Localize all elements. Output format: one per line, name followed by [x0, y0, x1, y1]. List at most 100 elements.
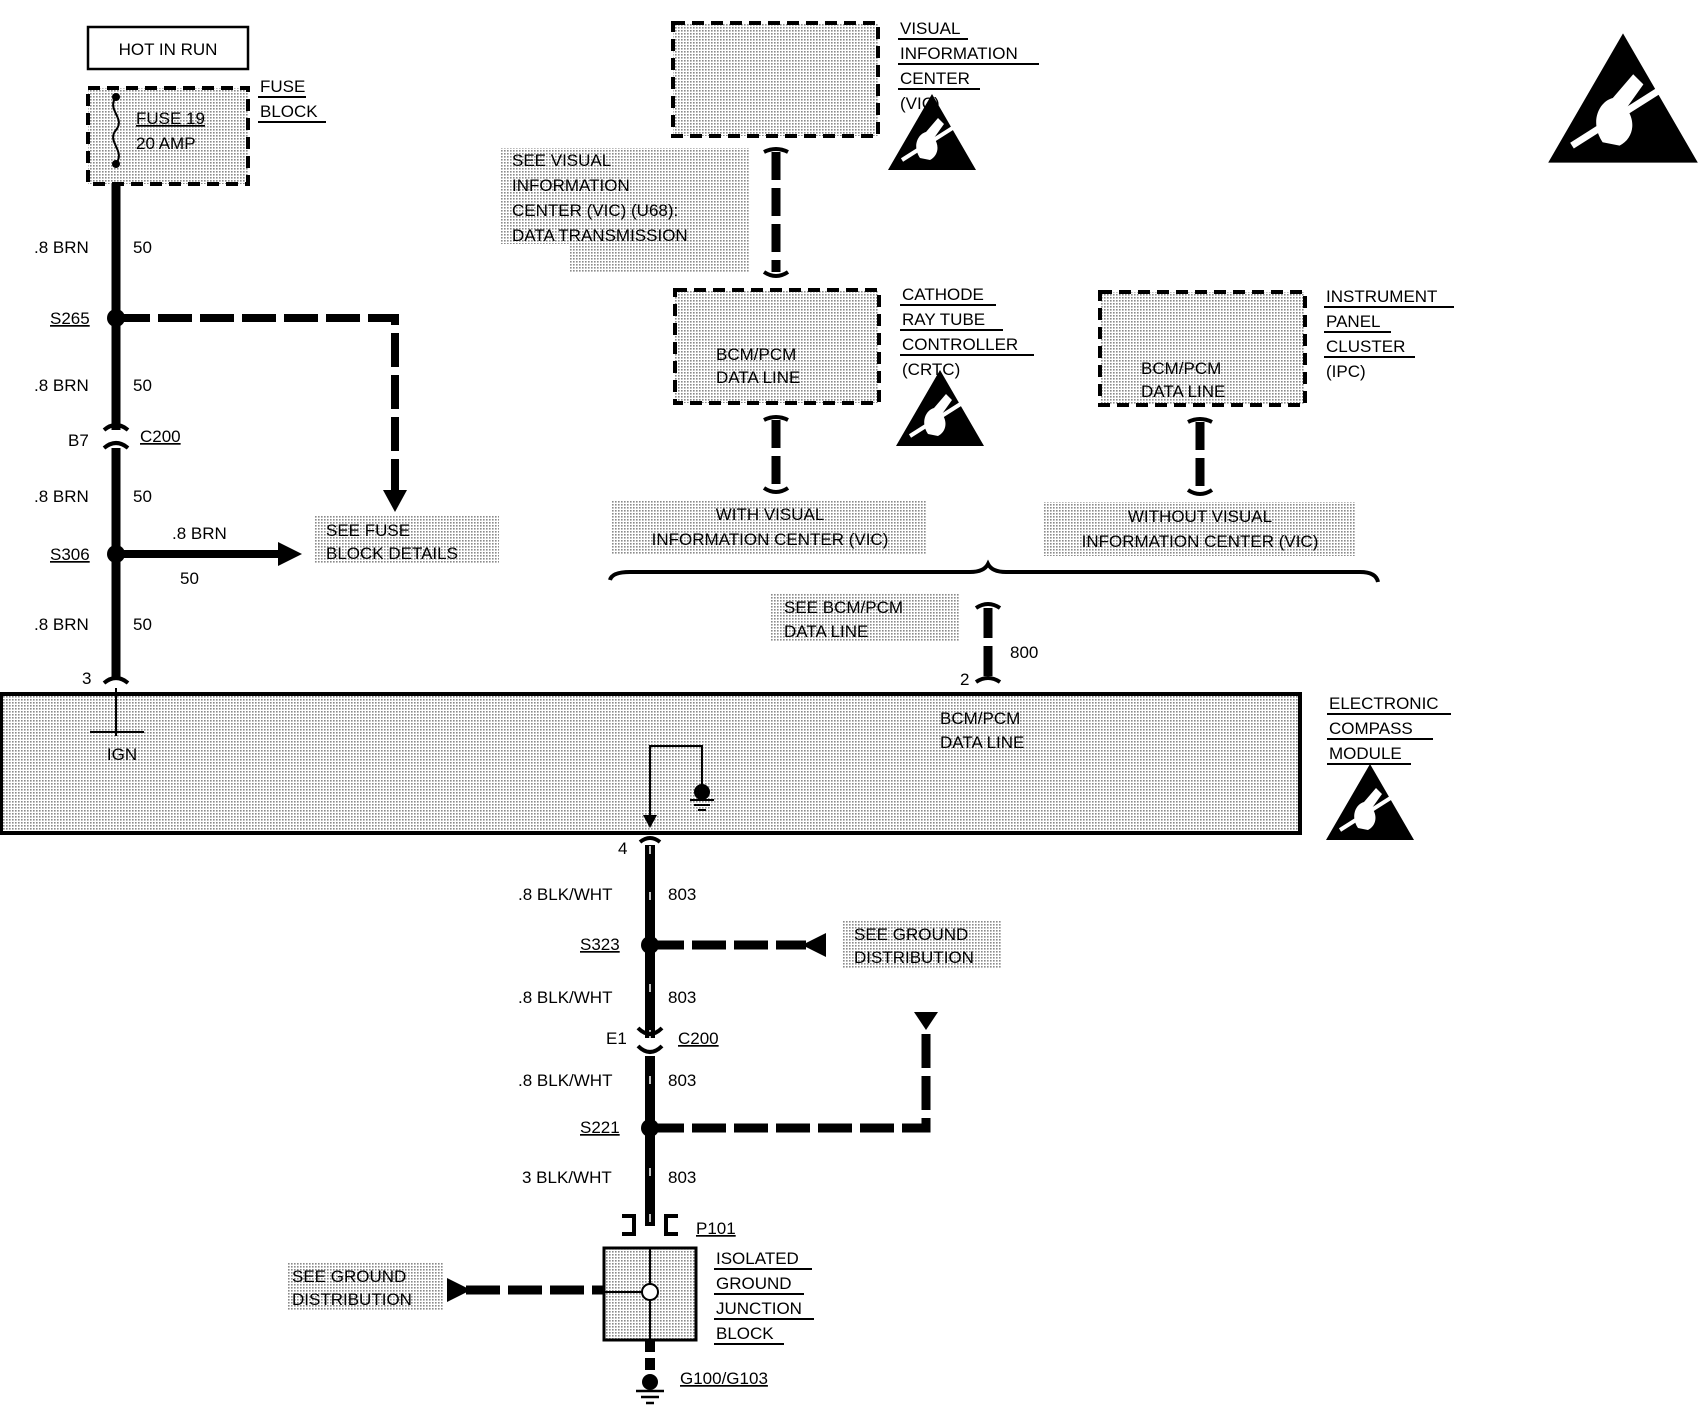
without-vic-note: WITHOUT VISUAL INFORMATION CENTER (VIC)	[1044, 502, 1355, 556]
s323-arrow	[802, 933, 826, 957]
ground-wire-size-1: .8 BLK/WHT	[518, 885, 612, 904]
without-vic-line2: INFORMATION CENTER (VIC)	[1082, 532, 1319, 551]
branch-circuit-num: 50	[180, 569, 199, 588]
connector-c200-ground-label: C200	[678, 1029, 719, 1048]
see-ground-2-line1: SEE GROUND	[292, 1267, 406, 1286]
ipc-title-2: PANEL	[1326, 312, 1381, 331]
fuse-block: FUSE 19 20 AMP	[86, 86, 250, 186]
splice-s221-label: S221	[580, 1118, 620, 1137]
ground-circuit-num-4: 803	[668, 1168, 696, 1187]
fuse-block-title-1: FUSE	[260, 77, 305, 96]
connector-p101-label: P101	[696, 1219, 736, 1238]
see-vic-line3: CENTER (VIC) (U68):	[512, 201, 678, 220]
s221-branch-wire	[650, 1030, 931, 1133]
isolated-title-2: GROUND	[716, 1274, 792, 1293]
isolated-branch-arrow	[447, 1278, 471, 1302]
see-vic-line2: INFORMATION	[512, 176, 630, 195]
vic-crtc-data-wire	[762, 147, 790, 278]
module-title-2: COMPASS	[1329, 719, 1413, 738]
module-data-wire	[974, 602, 1002, 684]
esd-warning-icon	[1548, 33, 1698, 162]
ground-wire-size-3: .8 BLK/WHT	[518, 1071, 612, 1090]
esd-warning-icon	[1324, 762, 1416, 842]
see-vic-line4: DATA TRANSMISSION	[512, 226, 688, 245]
circuit-num-3: 50	[133, 487, 152, 506]
circuit-num-4: 50	[133, 615, 152, 634]
ground-circuit-num-1: 803	[668, 885, 696, 904]
see-ground-1-line1: SEE GROUND	[854, 925, 968, 944]
vic-title-3: CENTER	[900, 69, 970, 88]
vic-title-2: INFORMATION	[900, 44, 1018, 63]
see-ground-2-line2: DISTRIBUTION	[292, 1290, 412, 1309]
module-data-line-2: DATA LINE	[940, 733, 1024, 752]
splice-s265-label: S265	[50, 309, 90, 328]
module-title-1: ELECTRONIC	[1329, 694, 1439, 713]
options-brace	[608, 559, 1380, 583]
ipc-title-1: INSTRUMENT	[1326, 287, 1437, 306]
connector-c200-feed	[102, 423, 130, 450]
s265-branch-wire	[116, 314, 399, 500]
module-title-3: MODULE	[1329, 744, 1402, 763]
fuse-symbol-icon	[112, 93, 120, 168]
wire-size-2: .8 BRN	[34, 376, 89, 395]
crtc-title-4: (CRTC)	[902, 360, 960, 379]
ipc-title-3: CLUSTER	[1326, 337, 1405, 356]
crtc-title-2: RAY TUBE	[902, 310, 985, 329]
with-vic-line2: INFORMATION CENTER (VIC)	[652, 530, 889, 549]
with-vic-note: WITH VISUAL INFORMATION CENTER (VIC)	[612, 500, 927, 554]
esd-warning-icon	[894, 368, 986, 448]
crtc-data-wire	[762, 415, 790, 494]
connector-c200-ground	[636, 1026, 664, 1054]
ground-g100-g103-label: G100/G103	[680, 1369, 768, 1388]
fuse-block-title-2: BLOCK	[260, 102, 318, 121]
vic-box	[671, 21, 880, 138]
splice-s306-label: S306	[50, 545, 90, 564]
with-vic-line1: WITH VISUAL	[716, 505, 825, 524]
see-vic-note: SEE VISUAL INFORMATION CENTER (VIC) (U68…	[500, 148, 750, 272]
crtc-title-3: CONTROLLER	[902, 335, 1018, 354]
see-vic-line1: SEE VISUAL	[512, 151, 611, 170]
connector-p101	[622, 1214, 678, 1236]
without-vic-line1: WITHOUT VISUAL	[1128, 507, 1272, 526]
splice-s323-label: S323	[580, 935, 620, 954]
wire-size-3: .8 BRN	[34, 487, 89, 506]
vic-title-1: VISUAL	[900, 19, 960, 38]
fuse-rating-line2: 20 AMP	[136, 134, 196, 153]
connector-pin-e1: E1	[606, 1029, 627, 1048]
ipc-data-wire	[1186, 417, 1214, 496]
wire-size-4: .8 BRN	[34, 615, 89, 634]
crtc-data-line-2: DATA LINE	[716, 368, 800, 387]
module-pin-2: 2	[960, 670, 969, 689]
module-data-line-1: BCM/PCM	[940, 709, 1020, 728]
ground-symbol-icon	[690, 784, 714, 811]
circuit-num-2: 50	[133, 376, 152, 395]
connector-c200-label: C200	[140, 427, 181, 446]
see-fuse-line1: SEE FUSE	[326, 521, 410, 540]
s306-arrow	[278, 542, 302, 566]
see-fuse-line2: BLOCK DETAILS	[326, 544, 458, 563]
crtc-data-line-1: BCM/PCM	[716, 345, 796, 364]
see-ground-1-line2: DISTRIBUTION	[854, 948, 974, 967]
crtc-title-1: CATHODE	[902, 285, 984, 304]
hot-in-run-box: HOT IN RUN	[86, 25, 250, 71]
connector-pin-b7: B7	[68, 431, 89, 450]
ground-circuit-num-2: 803	[668, 988, 696, 1007]
see-data-line-note: SEE BCM/PCM DATA LINE	[770, 594, 960, 642]
see-ground-note-2: SEE GROUND DISTRIBUTION	[288, 1262, 444, 1310]
see-fuse-block-note: SEE FUSE BLOCK DETAILS	[314, 515, 499, 564]
ground-circuit-num-3: 803	[668, 1071, 696, 1090]
ipc-title-4: (IPC)	[1326, 362, 1366, 381]
ipc-data-line-2: DATA LINE	[1141, 382, 1225, 401]
isolated-ground-junction-block	[602, 1246, 698, 1342]
isolated-title-4: BLOCK	[716, 1324, 774, 1343]
ipc-data-line-1: BCM/PCM	[1141, 359, 1221, 378]
isolated-title-3: JUNCTION	[716, 1299, 802, 1318]
module-pin-4: 4	[618, 839, 627, 858]
see-ground-note-1: SEE GROUND DISTRIBUTION	[842, 920, 1002, 968]
s265-arrow	[383, 490, 407, 512]
crtc-box: BCM/PCM DATA LINE	[673, 288, 881, 405]
s221-arrow	[914, 1012, 938, 1030]
ground-wire-size-2: .8 BLK/WHT	[518, 988, 612, 1007]
electronic-compass-module: IGN BCM/PCM DATA LINE	[0, 688, 1302, 835]
hot-in-run-label: HOT IN RUN	[119, 40, 218, 59]
